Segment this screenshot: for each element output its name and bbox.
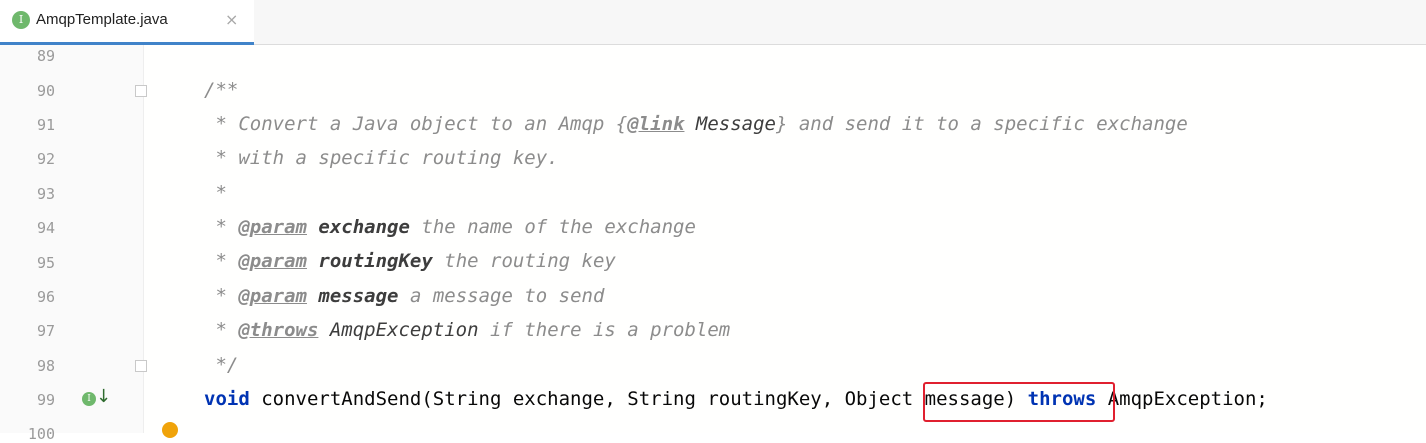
line-number: 92 bbox=[36, 150, 55, 168]
code-line-99: void convertAndSend(String exchange, Str… bbox=[204, 388, 1268, 410]
code-line-93: * bbox=[204, 182, 227, 204]
line-number: 99 bbox=[36, 391, 55, 409]
code-line-96: * @param message a message to send bbox=[204, 285, 605, 307]
interface-icon: I bbox=[12, 11, 30, 29]
highlight-box bbox=[923, 382, 1115, 422]
line-number: 100 bbox=[27, 425, 55, 443]
code-line-90: /** bbox=[204, 79, 239, 101]
line-number-gutter bbox=[0, 45, 144, 433]
tab-label: AmqpTemplate.java bbox=[36, 11, 168, 28]
code-line-92: * with a specific routing key. bbox=[204, 147, 559, 169]
implemented-arrow-icon[interactable]: ↓ bbox=[96, 386, 112, 407]
line-number: 91 bbox=[36, 116, 55, 134]
fold-marker[interactable] bbox=[135, 85, 147, 97]
line-number: 95 bbox=[36, 254, 55, 272]
close-icon[interactable]: × bbox=[225, 10, 239, 29]
code-line-95: * @param routingKey the routing key bbox=[204, 250, 616, 272]
implementations-icon[interactable]: I bbox=[82, 392, 96, 406]
editor-tab-bar: I AmqpTemplate.java × bbox=[0, 0, 1426, 45]
tab-amqptemplate[interactable]: I AmqpTemplate.java × bbox=[0, 0, 254, 45]
line-number: 89 bbox=[36, 47, 55, 65]
line-number: 94 bbox=[36, 219, 55, 237]
code-editor[interactable] bbox=[144, 45, 1426, 433]
line-number: 98 bbox=[36, 357, 55, 375]
code-line-94: * @param exchange the name of the exchan… bbox=[204, 216, 696, 238]
line-number: 97 bbox=[36, 322, 55, 340]
line-number: 90 bbox=[36, 82, 55, 100]
fold-marker[interactable] bbox=[135, 360, 147, 372]
code-line-91: * Convert a Java object to an Amqp {@lin… bbox=[204, 113, 1188, 135]
lightbulb-icon[interactable] bbox=[162, 422, 178, 438]
line-number: 96 bbox=[36, 288, 55, 306]
code-line-98: */ bbox=[204, 354, 239, 376]
line-number: 93 bbox=[36, 185, 55, 203]
code-line-97: * @throws AmqpException if there is a pr… bbox=[204, 319, 731, 341]
